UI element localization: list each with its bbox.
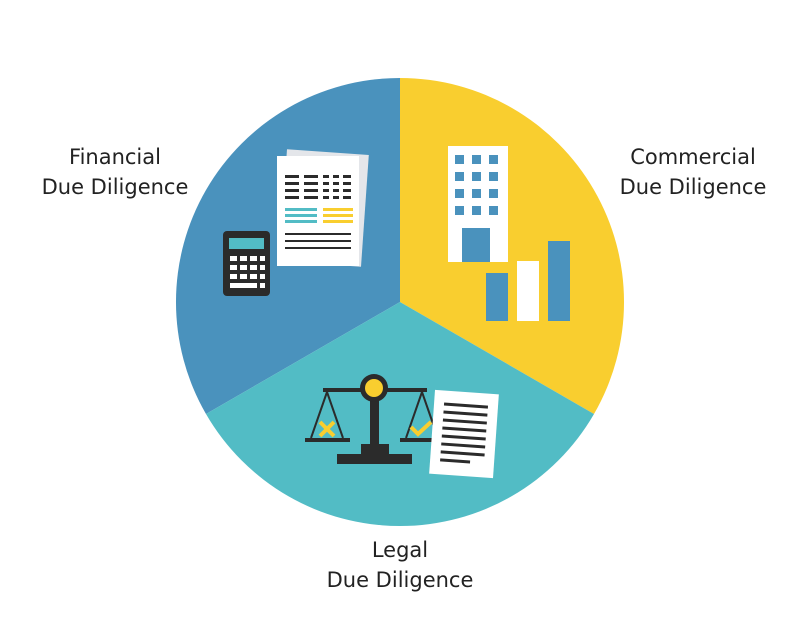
calculator-icon [223,231,270,296]
office-building-icon [448,146,508,262]
financial-report-icon [277,149,369,267]
label-financial-line1: Financial [69,145,161,169]
balance-scale-icon [305,374,445,464]
bar-chart-icon [486,241,570,321]
label-legal: Legal Due Diligence [300,535,500,595]
label-financial: Financial Due Diligence [30,142,200,202]
label-legal-line1: Legal [371,538,429,562]
label-commercial-line1: Commercial [630,145,756,169]
legal-document-icon [429,389,499,479]
segment-legal [206,302,594,527]
label-commercial: Commercial Due Diligence [598,142,788,202]
label-commercial-line2: Due Diligence [619,175,767,199]
label-financial-line2: Due Diligence [41,175,189,199]
label-legal-line2: Due Diligence [326,568,474,592]
